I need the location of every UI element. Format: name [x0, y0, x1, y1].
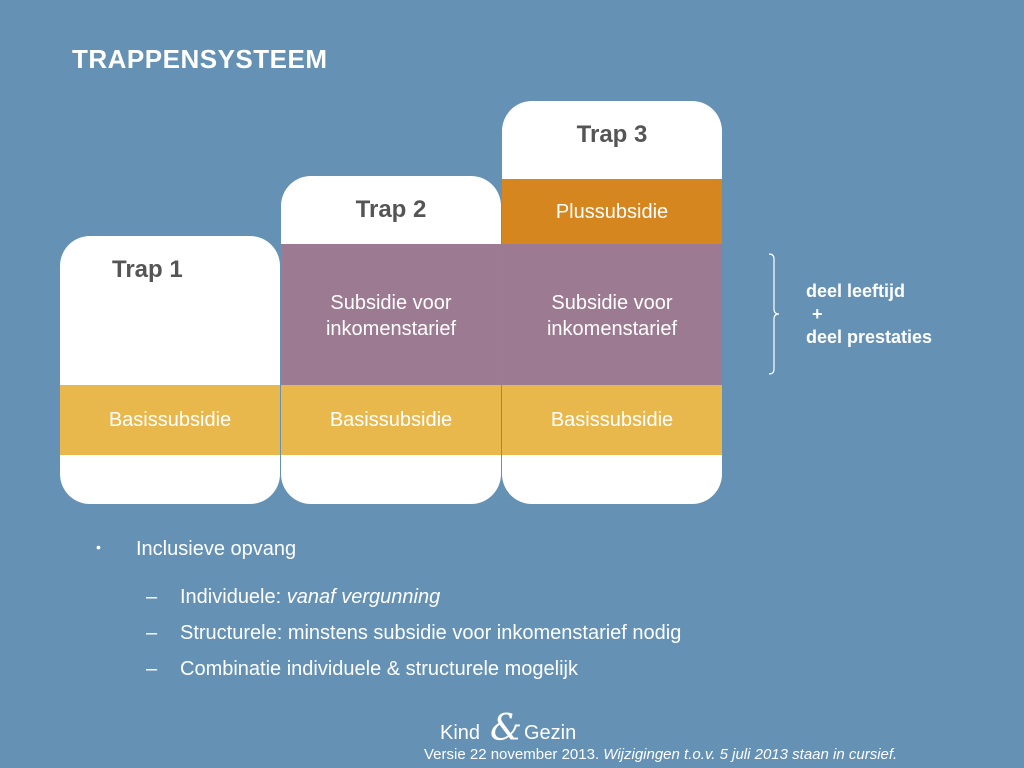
- stair-trap-3: Trap 3 Plussubsidie Subsidie voor inkome…: [502, 101, 722, 504]
- sub-bullet-dash: –: [146, 586, 158, 608]
- sub-bullet-3-text: Combinatie individuele & structurele mog…: [180, 658, 578, 680]
- logo-text-gezin: Gezin: [524, 722, 577, 744]
- stair-label-trap-3: Trap 3: [576, 121, 648, 148]
- footer-version: Versie 22 november 2013. Wijzigingen t.o…: [424, 746, 897, 763]
- bracket-icon: [768, 253, 780, 375]
- annotation-line-1: deel leeftijd: [806, 281, 906, 301]
- band-basissubsidie-1: Basissubsidie: [60, 385, 280, 455]
- sub-bullet-1-italic: vanaf vergunning: [286, 586, 441, 608]
- stair-trap-1: Trap 1 Basissubsidie: [60, 236, 280, 504]
- sub-bullet-dash: –: [146, 622, 158, 644]
- bullet-marker: •: [96, 539, 101, 555]
- bullet-item-main: • Inclusieve opvang: [96, 538, 296, 561]
- sub-bullet-dash: –: [146, 658, 158, 680]
- kind-en-gezin-logo: Kind & Gezin: [440, 708, 590, 754]
- band-inkomenstarief-2: Subsidie voor inkomenstarief: [281, 244, 501, 385]
- footer-italic-note: Wijzigingen t.o.v. 5 juli 2013 staan in …: [603, 746, 898, 763]
- stair-trap-2: Trap 2 Subsidie voor inkomenstarief Basi…: [281, 176, 501, 504]
- annotation-line-3: deel prestaties: [806, 327, 933, 347]
- band-plussubsidie: Plussubsidie: [502, 179, 722, 244]
- band-basissubsidie-2: Basissubsidie: [281, 385, 501, 455]
- annotation-line-2: +: [812, 304, 823, 324]
- sub-bullet-2-text: Structurele: minstens subsidie voor inko…: [180, 622, 682, 644]
- slide-title: TRAPPENSYSTEEM: [72, 44, 328, 74]
- sub-bullet-1-text: Individuele:: [180, 586, 287, 608]
- stair-label-trap-2: Trap 2: [355, 196, 427, 223]
- band-inkomenstarief-3: Subsidie voor inkomenstarief: [502, 244, 722, 385]
- bullet-text: Inclusieve opvang: [136, 538, 297, 560]
- footer-version-text: Versie 22 november 2013.: [424, 746, 604, 763]
- band-basissubsidie-3: Basissubsidie: [502, 385, 722, 455]
- sub-bullet-text: Individuele: vanaf vergunning: [180, 586, 440, 609]
- stair-label-trap-1: Trap 1: [112, 256, 183, 283]
- annotation-text: deel leeftijd + deel prestaties: [806, 280, 932, 349]
- logo-ampersand: &: [490, 708, 523, 749]
- logo-text-kind: Kind: [440, 722, 481, 744]
